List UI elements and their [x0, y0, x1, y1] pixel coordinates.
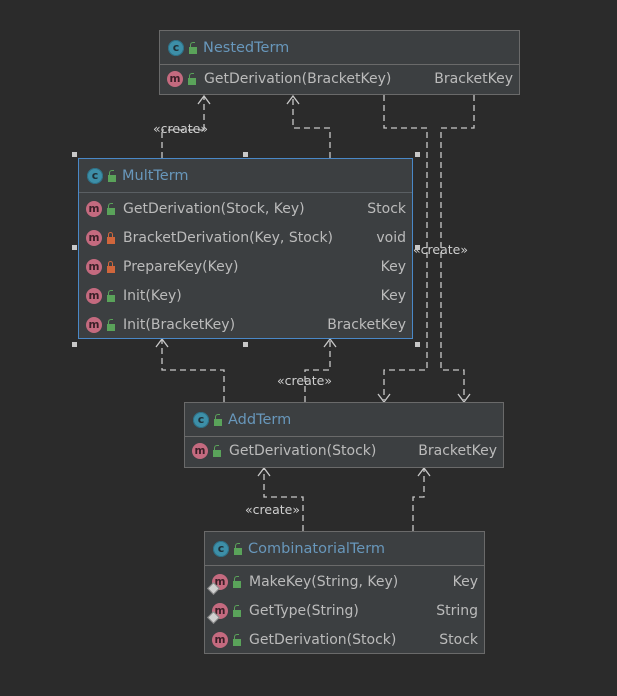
arrowhead-mult-to-nested: [286, 94, 300, 105]
method-return-type: Stock: [439, 631, 478, 648]
method-signature: Init(BracketKey): [123, 316, 236, 333]
class-name: CombinatorialTerm: [248, 540, 386, 557]
method-row[interactable]: m GetDerivation(Stock, Key) Stock: [79, 195, 412, 224]
class-icon: c: [213, 540, 229, 557]
class-icon: c: [168, 39, 184, 56]
method-icon: m: [192, 443, 208, 460]
method-signature: GetDerivation(Stock): [249, 631, 397, 648]
class-mult-term[interactable]: c MultTerm m GetDerivation(Stock, Key) S…: [78, 158, 413, 339]
class-header: c NestedTerm: [160, 31, 519, 65]
public-lock-icon: [233, 605, 241, 618]
arrowhead-mult-to-nested-create: [197, 94, 211, 105]
class-name: MultTerm: [122, 167, 189, 184]
edge-add-to-mult-create: [304, 340, 331, 402]
arrowhead-nested-to-add: [457, 393, 471, 404]
public-lock-icon: [233, 633, 241, 646]
resize-handle-bottom-right[interactable]: [415, 342, 420, 347]
resize-handle-top[interactable]: [243, 152, 248, 157]
method-row[interactable]: m PrepareKey(Key) Key: [79, 253, 412, 282]
resize-handle-bottom[interactable]: [243, 342, 248, 347]
public-lock-icon: [107, 318, 115, 331]
arrowhead-add-to-mult-create: [323, 337, 337, 348]
resize-handle-right[interactable]: [415, 245, 420, 250]
edge-mult-to-nested-create: [161, 97, 205, 158]
class-header: c MultTerm: [79, 159, 412, 193]
edge-add-to-mult: [161, 340, 225, 402]
public-lock-icon: [189, 41, 197, 54]
method-signature: Init(Key): [123, 287, 182, 304]
method-return-type: Key: [380, 287, 406, 304]
method-row[interactable]: m Init(Key) Key: [79, 281, 412, 310]
method-return-type: BracketKey: [327, 316, 406, 333]
method-icon: m: [86, 230, 102, 247]
method-signature: GetDerivation(Stock): [229, 443, 377, 460]
private-lock-icon: [107, 260, 115, 273]
method-row[interactable]: m Init(BracketKey) BracketKey: [79, 310, 412, 339]
edge-nested-to-add-create: [383, 95, 428, 400]
method-signature: PrepareKey(Key): [123, 258, 239, 275]
class-name: NestedTerm: [203, 39, 290, 56]
edge-mult-to-nested: [292, 97, 331, 158]
method-row[interactable]: m MakeKey(String, Key) Key: [205, 568, 484, 597]
create-label-mult-nested: «create»: [153, 121, 208, 136]
arrowhead-nested-to-add-create: [377, 393, 391, 404]
edge-comb-to-add-create: [263, 469, 304, 531]
public-lock-icon: [108, 169, 116, 182]
class-combinatorial-term[interactable]: c CombinatorialTerm m MakeKey(String, Ke…: [204, 531, 485, 654]
method-row[interactable]: m BracketDerivation(Key, Stock) void: [79, 224, 412, 253]
resize-handle-left[interactable]: [72, 245, 77, 250]
private-lock-icon: [107, 232, 115, 245]
public-lock-icon: [214, 413, 222, 426]
method-row[interactable]: m GetDerivation(Stock) Stock: [205, 626, 484, 655]
method-icon: m: [86, 201, 102, 218]
resize-handle-bottom-left[interactable]: [72, 342, 77, 347]
public-lock-icon: [234, 542, 242, 555]
class-header: c CombinatorialTerm: [205, 532, 484, 566]
public-lock-icon: [107, 203, 115, 216]
public-lock-icon: [233, 576, 241, 589]
create-label-add-mult: «create»: [277, 373, 332, 388]
public-lock-icon: [213, 445, 221, 458]
method-row[interactable]: m GetType(String) String: [205, 597, 484, 626]
method-row[interactable]: m GetDerivation(Stock) BracketKey: [185, 437, 503, 466]
method-signature: MakeKey(String, Key): [249, 574, 399, 591]
class-add-term[interactable]: c AddTerm m GetDerivation(Stock) Bracket…: [184, 402, 504, 468]
edge-comb-to-add: [412, 469, 425, 531]
resize-handle-top-right[interactable]: [415, 152, 420, 157]
class-nested-term[interactable]: c NestedTerm m GetDerivation(BracketKey)…: [159, 30, 520, 95]
method-return-type: Stock: [367, 201, 406, 218]
method-icon: m: [167, 71, 183, 88]
class-name: AddTerm: [228, 411, 292, 428]
resize-handle-top-left[interactable]: [72, 152, 77, 157]
public-lock-icon: [188, 73, 196, 86]
method-signature: GetDerivation(Stock, Key): [123, 201, 305, 218]
method-return-type: BracketKey: [418, 443, 497, 460]
create-label-comb-add: «create»: [245, 502, 300, 517]
edge-nested-to-add: [440, 95, 475, 400]
method-signature: BracketDerivation(Key, Stock): [123, 230, 334, 247]
method-icon: m: [86, 316, 102, 333]
method-return-type: void: [376, 230, 406, 247]
public-lock-icon: [107, 289, 115, 302]
class-icon: c: [87, 167, 103, 184]
arrowhead-add-to-mult: [155, 337, 169, 348]
method-signature: GetType(String): [249, 603, 359, 620]
class-icon: c: [193, 411, 209, 428]
arrowhead-comb-to-add-create: [257, 466, 271, 477]
method-return-type: Key: [380, 258, 406, 275]
method-icon: m: [212, 631, 228, 648]
static-method-icon: m: [207, 574, 228, 596]
method-signature: GetDerivation(BracketKey): [204, 71, 392, 88]
method-return-type: String: [436, 603, 478, 620]
method-icon: m: [86, 258, 102, 275]
method-return-type: BracketKey: [434, 71, 513, 88]
static-method-icon: m: [207, 603, 228, 625]
method-row[interactable]: m GetDerivation(BracketKey) BracketKey: [160, 65, 519, 94]
class-header: c AddTerm: [185, 403, 503, 437]
arrowhead-comb-to-add: [417, 466, 431, 477]
method-icon: m: [86, 287, 102, 304]
method-return-type: Key: [452, 574, 478, 591]
create-label-nested-add: «create»: [413, 242, 468, 257]
